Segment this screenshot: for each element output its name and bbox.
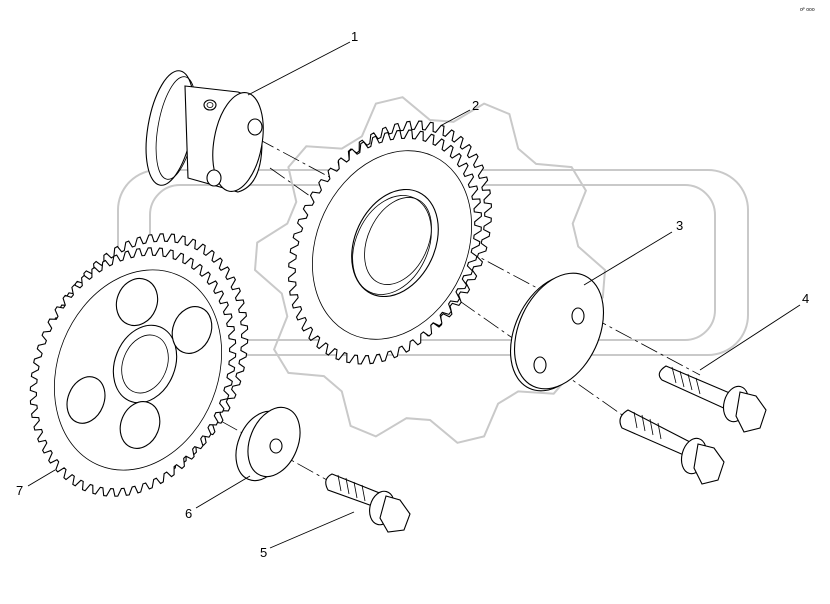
washer-icon — [235, 406, 301, 482]
leader-lines — [27, 41, 801, 549]
idler-gear-icon — [288, 120, 492, 365]
flange-bolt-icon — [325, 473, 411, 533]
callout-labels: 1 2 3 4 5 6 7 — [16, 29, 809, 560]
callout-3: 3 — [676, 218, 683, 233]
callout-7: 7 — [16, 483, 23, 498]
thrust-plate-icon — [509, 272, 605, 392]
callout-1: 1 — [351, 29, 358, 44]
callout-4: 4 — [802, 291, 809, 306]
flange-bolt-icon — [658, 365, 767, 433]
callout-6: 6 — [185, 506, 192, 521]
callout-5: 5 — [260, 545, 267, 560]
corner-mark: oᴾ ooo — [800, 7, 815, 13]
hub-sleeve-icon — [145, 70, 264, 193]
drive-gear-icon — [29, 233, 249, 497]
callout-2: 2 — [472, 98, 479, 113]
flange-bolt-icon — [619, 409, 725, 485]
